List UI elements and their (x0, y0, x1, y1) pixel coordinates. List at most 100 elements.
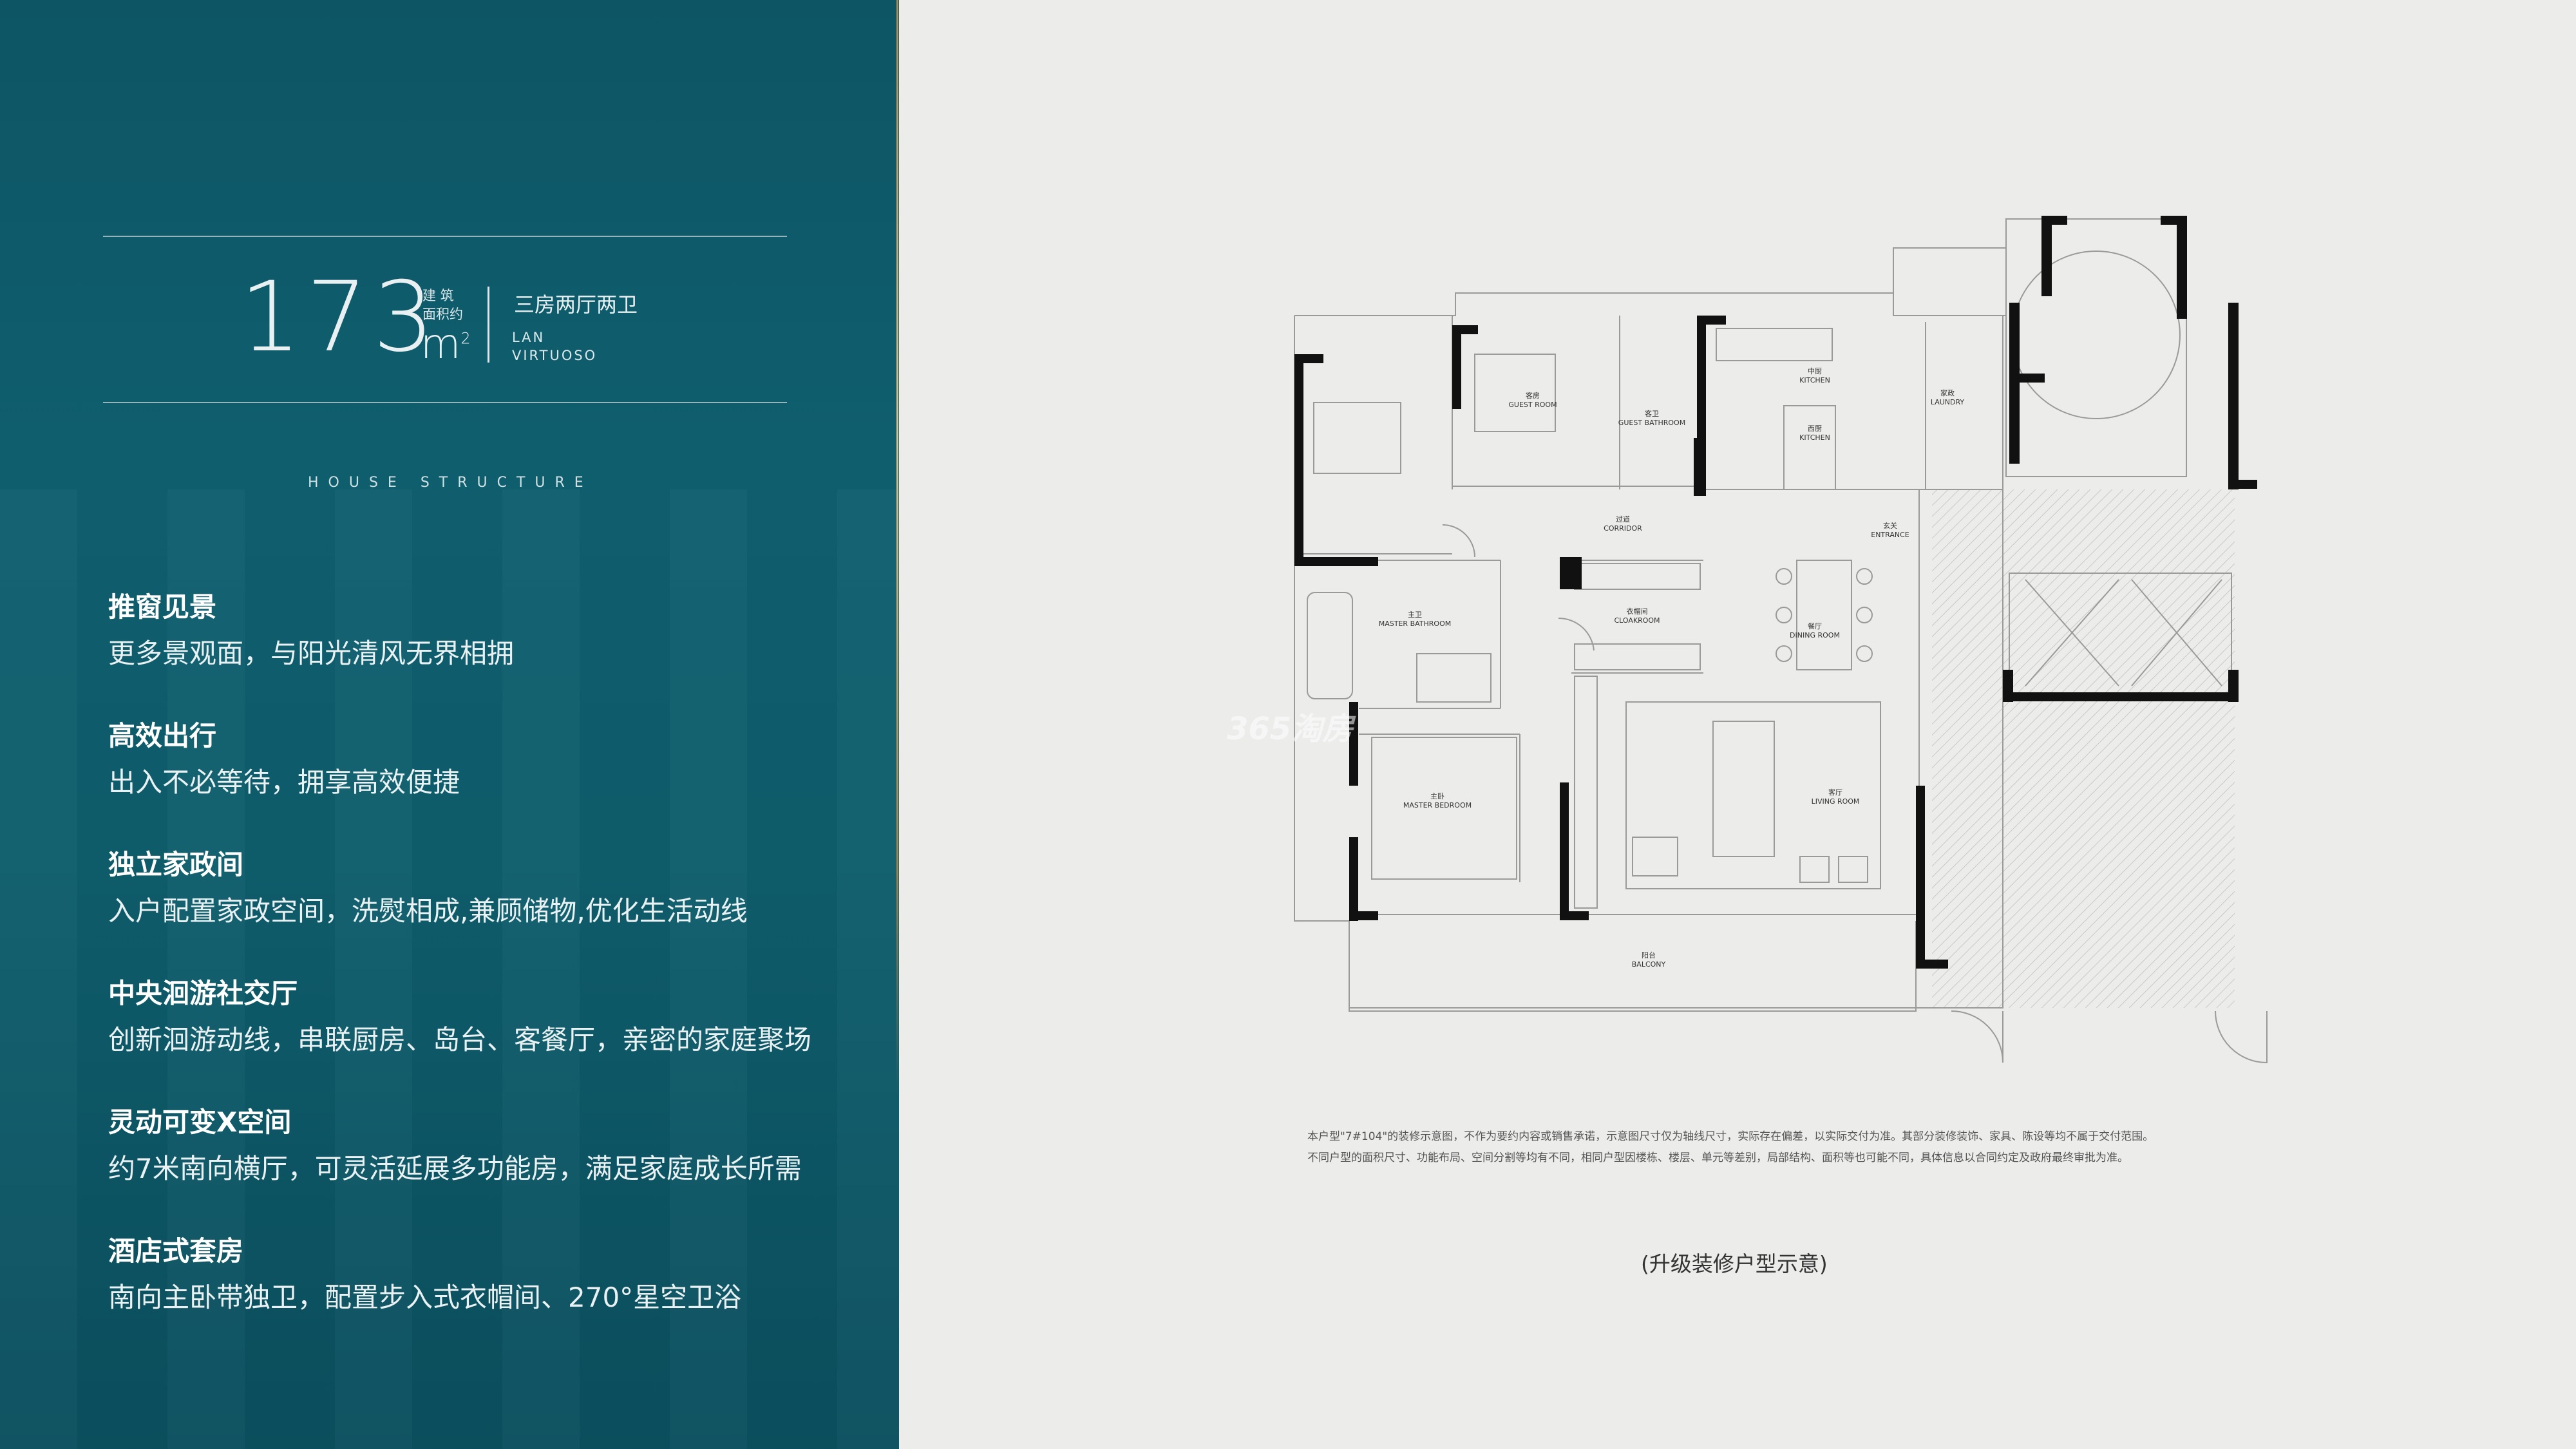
outer-wall (1294, 292, 2003, 1009)
feature-item: 独立家政间 入户配置家政空间，洗熨相成,兼顾储物,优化生活动线 (108, 849, 881, 928)
bottom-rule (103, 402, 787, 403)
room-label-cn: 餐厅 (1808, 621, 1822, 630)
room-label-en: BALCONY (1632, 960, 1666, 969)
feature-desc: 入户配置家政空间，洗熨相成,兼顾储物,优化生活动线 (108, 895, 748, 927)
brand-line1: LAN (512, 330, 545, 345)
chair (1856, 568, 1873, 585)
bed (1371, 737, 1517, 880)
section-title: HOUSE STRUCTURE (308, 475, 593, 491)
wall-segment (1452, 325, 1461, 409)
room-label-en: DINING ROOM (1790, 631, 1840, 639)
wall-segment (1916, 960, 1948, 969)
wall-segment (1294, 354, 1323, 363)
unit-base: m (421, 321, 461, 368)
top-rule (103, 236, 787, 237)
disclaimer-line1: 本户型"7#104"的装修示意图，不作为要约内容或销售承诺，示意图尺寸仅为轴线尺… (1307, 1130, 2154, 1143)
room-label-cn: 玄关 (1883, 521, 1897, 530)
feature-title: 灵动可变X空间 (108, 1106, 292, 1138)
area-label-line2: 面积约 (422, 307, 463, 323)
room-label-cn: 主卧 (1430, 792, 1444, 800)
door-swing (1442, 524, 1475, 558)
feature-item: 高效出行 出入不必等待，拥享高效便捷 (108, 720, 881, 799)
feature-desc: 南向主卧带独卫，配置步入式衣帽间、270°星空卫浴 (108, 1282, 742, 1314)
floorplan-caption: (升级装修户型示意) (1641, 1251, 1828, 1276)
area-unit: m2 (421, 321, 471, 368)
room-label-en: ENTRANCE (1871, 531, 1909, 539)
side-table (1838, 856, 1868, 883)
room-label-cn: 西厨 (1808, 424, 1822, 433)
room-label-cn: 中厨 (1808, 367, 1822, 375)
feature-title: 酒店式套房 (108, 1235, 244, 1267)
feature-title: 高效出行 (108, 720, 217, 752)
kitchen-island (1783, 405, 1836, 490)
wall-segment (1560, 911, 1589, 920)
wall-segment (2228, 670, 2239, 702)
feature-desc: 更多景观面，与阳光清风无界相拥 (108, 638, 515, 670)
side-table (1799, 856, 1830, 883)
feature-title: 中央洄游社交厅 (108, 978, 298, 1009)
feature-desc: 约7米南向横厅，可灵活延展多功能房，满足家庭成长所需 (108, 1153, 802, 1185)
area-label-line1: 建 筑 (422, 288, 454, 303)
room-label-en: LAUNDRY (1931, 398, 1965, 406)
feature-desc: 出入不必等待，拥享高效便捷 (108, 766, 460, 799)
room-label-en: KITCHEN (1799, 376, 1830, 384)
feature-title: 推窗见景 (108, 591, 217, 623)
wall-segment (1294, 354, 1303, 560)
room-label-cn: 客房 (1526, 391, 1540, 400)
brand-line2: VIRTUOSO (512, 348, 598, 364)
brand-text: LAN VIRTUOSO (512, 328, 597, 365)
wall-segment (1349, 911, 1378, 920)
wall-segment (1349, 702, 1358, 786)
wall-segment (1697, 316, 1726, 325)
feature-desc: 创新洄游动线，串联厨房、岛台、客餐厅，亲密的家庭聚场 (108, 1024, 812, 1056)
room-label-en: KITCHEN (1799, 433, 1830, 442)
room-label-en: MASTER BATHROOM (1379, 620, 1451, 628)
room-label-cn: 客卫 (1645, 409, 1659, 418)
room-label-en: GUEST ROOM (1508, 401, 1557, 409)
layout-text: 三房两厅两卫 (514, 292, 638, 317)
chair (1856, 645, 1873, 662)
bed (1474, 354, 1556, 432)
sofa (1712, 721, 1775, 857)
room-label-en: CORRIDOR (1604, 524, 1642, 533)
chair (1856, 607, 1873, 623)
wall-segment (2177, 216, 2187, 319)
dining-table (1796, 560, 1852, 670)
stair-arc (2012, 251, 2181, 419)
wall-segment (1452, 325, 1478, 334)
chair (1776, 645, 1792, 662)
wall-segment (1694, 438, 1704, 496)
wall-segment (1294, 557, 1378, 566)
room-label-cn: 衣帽间 (1627, 607, 1648, 616)
feature-item: 推窗见景 更多景观面，与阳光清风无界相拥 (108, 591, 881, 670)
door-swing (2215, 1010, 2268, 1064)
door-swing (1951, 1010, 2003, 1063)
shower (1416, 653, 1492, 703)
cabinet (1574, 643, 1701, 670)
bed (1313, 402, 1401, 474)
kitchen-counter (1716, 328, 1833, 361)
gold-divider (896, 0, 898, 1095)
info-panel: 173 建 筑 面积约 m2 三房两厅两卫 LAN VIRTUOSO HOUSE… (0, 0, 899, 1449)
chair (1776, 607, 1792, 623)
feature-item: 酒店式套房 南向主卧带独卫，配置步入式衣帽间、270°星空卫浴 (108, 1235, 881, 1314)
title-separator (488, 287, 489, 363)
watermark: 365淘房 (1227, 711, 1354, 747)
disclaimer-line2: 不同户型的面积尺寸、功能布局、空间分割等均有不同，相同户型因楼栋、楼层、单元等差… (1307, 1151, 2128, 1164)
wall-segment (1349, 837, 1358, 921)
chair (1776, 568, 1792, 585)
elevator-cross (2131, 579, 2222, 687)
utility-room (1893, 247, 2007, 316)
wall-segment (2228, 303, 2239, 489)
wardrobe (1574, 676, 1598, 909)
wall-segment (1916, 786, 1925, 966)
bathtub (1307, 592, 1353, 699)
room-label-cn: 家政 (1940, 388, 1955, 397)
room-label-en: MASTER BEDROOM (1403, 801, 1472, 810)
room-label-cn: 过道 (1616, 515, 1630, 524)
cabinet (1574, 563, 1701, 590)
wall-segment (2041, 216, 2052, 296)
elevator-cross (2025, 579, 2119, 687)
wall-segment (2161, 216, 2186, 225)
